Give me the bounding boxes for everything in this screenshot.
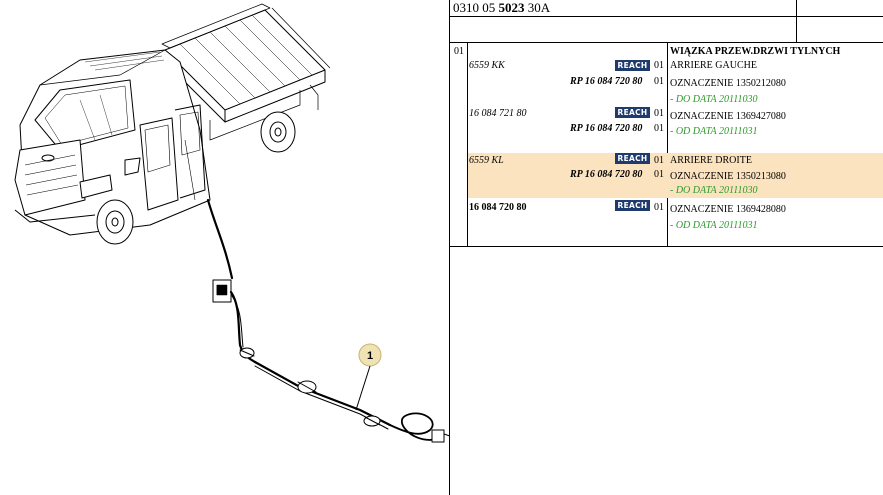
- date-range: - OD DATA 20111031: [670, 220, 758, 231]
- table-row[interactable]: 16 084 720 80 REACH 01 OZNACZENIE 136942…: [468, 198, 883, 243]
- quantity: 01: [654, 123, 664, 134]
- quantity: 01: [654, 60, 664, 71]
- level-number: 01: [454, 46, 464, 57]
- quantity: 01: [654, 169, 664, 180]
- callout-number: 1: [367, 350, 373, 362]
- parts-table: 01 WIĄZKA PRZEW.DRZWI TYLNYCH 6559 KK RE…: [450, 43, 883, 247]
- oznaczenie: OZNACZENIE 1369427080: [670, 111, 786, 122]
- divider: [667, 43, 668, 246]
- part-reference: 0310 05 5023 30A: [453, 0, 551, 15]
- replacement-part: RP 16 084 720 80: [570, 169, 643, 180]
- header-band: [450, 17, 883, 43]
- oznaczenie: OZNACZENIE 1350212080: [670, 78, 786, 89]
- reach-badge: REACH: [615, 200, 650, 211]
- quantity: 01: [654, 76, 664, 87]
- divider: [796, 17, 797, 42]
- quantity: 01: [654, 108, 664, 119]
- table-row[interactable]: WIĄZKA PRZEW.DRZWI TYLNYCH 6559 KK REACH…: [468, 43, 883, 106]
- reach-badge: REACH: [615, 107, 650, 118]
- divider: [467, 43, 468, 246]
- reach-badge: REACH: [615, 60, 650, 71]
- reach-badge: REACH: [615, 153, 650, 164]
- date-range: - DO DATA 20111030: [670, 94, 758, 105]
- oznaczenie: OZNACZENIE 1350213080: [670, 171, 786, 182]
- wiring-harness: [206, 198, 449, 443]
- part-code: 6559 KL: [469, 155, 504, 166]
- part-code: 16 084 720 80: [469, 202, 527, 213]
- part-code: 16 084 721 80: [469, 108, 527, 119]
- replacement-part: RP 16 084 720 80: [570, 123, 643, 134]
- part-description: ARRIERE GAUCHE: [670, 60, 757, 71]
- date-range: - DO DATA 20111030: [670, 185, 758, 196]
- part-title: WIĄZKA PRZEW.DRZWI TYLNYCH: [670, 46, 841, 57]
- table-row[interactable]: 16 084 721 80 REACH 01 OZNACZENIE 136942…: [468, 106, 883, 153]
- date-range: - OD DATA 20111031: [670, 126, 758, 137]
- divider: [796, 0, 797, 16]
- parts-illustration: 1: [14, 3, 449, 443]
- replacement-part: RP 16 084 720 80: [570, 76, 643, 87]
- page-header: 0310 05 5023 30A: [450, 0, 883, 17]
- quantity: 01: [654, 202, 664, 213]
- divider: [449, 0, 450, 495]
- table-row-highlighted[interactable]: 6559 KL REACH 01 ARRIERE DROITE RP 16 08…: [468, 153, 883, 198]
- callout-marker: 1: [355, 343, 382, 411]
- part-code: 6559 KK: [469, 60, 505, 71]
- part-description: ARRIERE DROITE: [670, 155, 752, 166]
- oznaczenie: OZNACZENIE 1369428080: [670, 204, 786, 215]
- truck-drawing: [14, 3, 331, 245]
- quantity: 01: [654, 155, 664, 166]
